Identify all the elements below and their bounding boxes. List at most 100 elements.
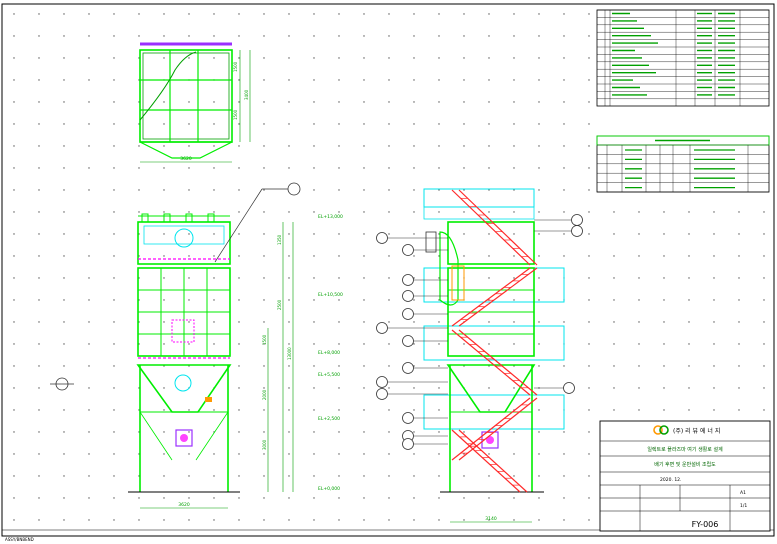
grid-dot: [688, 233, 690, 235]
front-dim-right: 1500: [262, 334, 267, 345]
grid-dot: [88, 431, 90, 433]
grid-dot: [563, 189, 565, 191]
grid-dot: [563, 453, 565, 455]
grid-dot: [588, 497, 590, 499]
grid-dot: [363, 57, 365, 59]
grid-dot: [288, 277, 290, 279]
grid-dot: [413, 189, 415, 191]
grid-dot: [113, 35, 115, 37]
grid-dot: [438, 57, 440, 59]
outer-border: [1, 3, 775, 537]
grid-dot: [738, 409, 740, 411]
grid-dot: [513, 255, 515, 257]
grid-dot: [388, 123, 390, 125]
grid-dot: [263, 453, 265, 455]
top-view-dim-bottom: 3620: [180, 156, 192, 162]
drawing-sheet: 1/1: [740, 503, 747, 509]
top-view-dim-right-total: 3400: [244, 89, 249, 100]
grid-dot: [438, 497, 440, 499]
grid-dot: [463, 233, 465, 235]
grid-dot: [88, 35, 90, 37]
grid-dot: [588, 365, 590, 367]
grid-dot: [488, 387, 490, 389]
grid-dot: [463, 167, 465, 169]
grid-dot: [563, 57, 565, 59]
grid-dot: [613, 321, 615, 323]
grid-dot: [588, 431, 590, 433]
grid-dot: [263, 299, 265, 301]
grid-dot: [263, 497, 265, 499]
grid-dot: [263, 277, 265, 279]
grid-dot: [513, 101, 515, 103]
grid-dot: [238, 13, 240, 15]
grid-dot: [763, 299, 765, 301]
side-upper-casing: [447, 221, 535, 265]
grid-dot: [538, 101, 540, 103]
grid-dot: [613, 299, 615, 301]
grid-dot: [13, 101, 15, 103]
grid-dot: [488, 409, 490, 411]
grid-dot: [263, 255, 265, 257]
grid-dot: [38, 431, 40, 433]
grid-dot: [263, 387, 265, 389]
grid-dot: [488, 321, 490, 323]
grid-dot: [188, 321, 190, 323]
grid-dot: [588, 299, 590, 301]
grid-dot: [113, 277, 115, 279]
grid-dot: [238, 497, 240, 499]
grid-dot: [413, 167, 415, 169]
grid-dot: [163, 497, 165, 499]
grid-dot: [463, 211, 465, 213]
grid-dot: [338, 211, 340, 213]
front-dim-right: 1350: [277, 234, 282, 245]
grid-dot: [588, 387, 590, 389]
grid-dot: [163, 255, 165, 257]
access-stair: [451, 189, 538, 493]
grid-dot: [738, 211, 740, 213]
grid-dot: [388, 145, 390, 147]
grid-dot: [38, 145, 40, 147]
grid-dot: [338, 13, 340, 15]
side-valve-motor: [486, 436, 494, 444]
grid-dot: [388, 453, 390, 455]
grid-dot: [38, 343, 40, 345]
grid-dot: [588, 453, 590, 455]
grid-dot: [363, 453, 365, 455]
grid-dot: [213, 475, 215, 477]
grid-dot: [63, 189, 65, 191]
grid-dot: [513, 233, 515, 235]
grid-dot: [38, 35, 40, 37]
grid-dot: [263, 123, 265, 125]
grid-dot: [513, 321, 515, 323]
grid-dot: [638, 211, 640, 213]
grid-dot: [413, 299, 415, 301]
grid-dot: [513, 189, 515, 191]
grid-dot: [38, 475, 40, 477]
front-top-nozzle: [141, 213, 149, 223]
grid-dot: [363, 299, 365, 301]
grid-dot: [288, 409, 290, 411]
grid-dot: [563, 365, 565, 367]
title-block: (주) 리 뷰 에 너 지 일렉트로 플라즈마 여기 생활로 설계 배기 후면 …: [599, 420, 771, 532]
grid-dot: [63, 57, 65, 59]
grid-dot: [738, 321, 740, 323]
grid-dot: [163, 299, 165, 301]
grid-dot: [313, 123, 315, 125]
top-view-inner: [142, 52, 230, 140]
grid-dot: [313, 167, 315, 169]
grid-dot: [288, 453, 290, 455]
grid-dot: [88, 365, 90, 367]
grid-dot: [88, 79, 90, 81]
grid-dot: [263, 13, 265, 15]
grid-dot: [663, 409, 665, 411]
grid-dot: [63, 79, 65, 81]
top-view-curve: [139, 51, 197, 121]
grid-dot: [663, 365, 665, 367]
grid-dot: [313, 35, 315, 37]
grid-dot: [288, 497, 290, 499]
grid-dot: [163, 475, 165, 477]
front-top-nozzle: [207, 213, 215, 223]
grid-dot: [713, 277, 715, 279]
front-upper-casing: [137, 221, 231, 265]
